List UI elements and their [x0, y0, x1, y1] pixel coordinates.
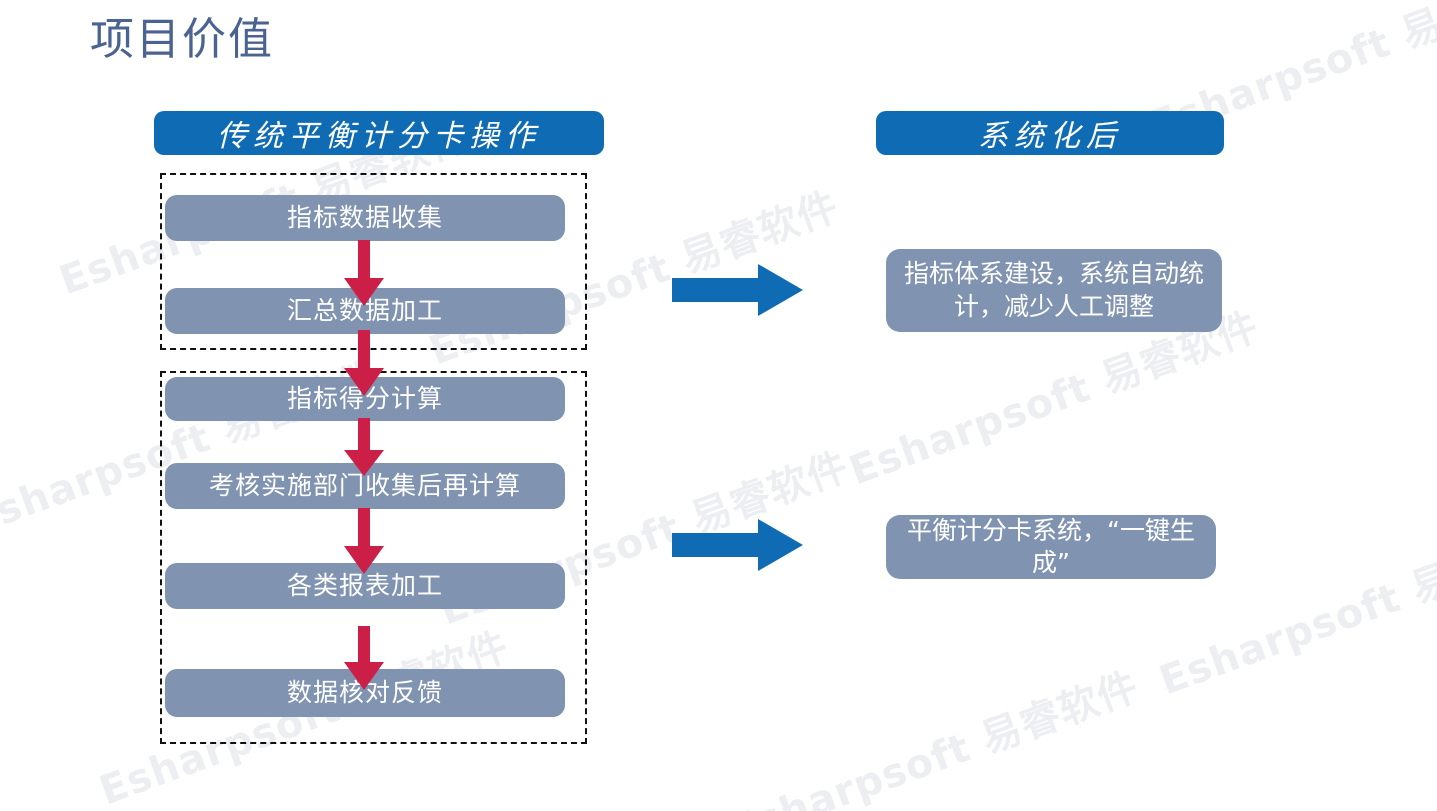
left-column-header-label: 传统平衡计分卡操作 — [217, 119, 541, 154]
process-box-verify[interactable]: 数据核对反馈 — [165, 669, 565, 717]
down-arrow-icon-2 — [340, 330, 388, 400]
outcome-box-indicator-system-label: 指标体系建设，系统自动统计，减少人工调整 — [903, 259, 1204, 321]
down-arrow-icon-1 — [340, 240, 388, 310]
right-arrow-icon-bottom — [672, 517, 804, 573]
process-box-report-label: 各类报表加工 — [286, 571, 443, 601]
left-column-header: 传统平衡计分卡操作 — [154, 111, 604, 155]
right-column-header-label: 系统化后 — [978, 119, 1122, 154]
down-arrow-icon-3 — [340, 418, 388, 480]
down-arrow-icon-4 — [340, 508, 388, 578]
outcome-box-indicator-system[interactable]: 指标体系建设，系统自动统计，减少人工调整 — [886, 249, 1222, 332]
process-box-recalculate-label: 考核实施部门收集后再计算 — [208, 471, 521, 501]
outcome-box-one-click[interactable]: 平衡计分卡系统，“一键生成” — [886, 515, 1216, 579]
right-column-header: 系统化后 — [876, 111, 1224, 155]
process-box-collect-label: 指标数据收集 — [286, 203, 443, 233]
page-title: 项目价值 — [90, 14, 274, 65]
process-box-collect[interactable]: 指标数据收集 — [165, 195, 565, 241]
right-arrow-icon-top — [672, 262, 804, 318]
down-arrow-icon-5 — [340, 626, 388, 694]
outcome-box-one-click-label: 平衡计分卡系统，“一键生成” — [907, 515, 1195, 578]
dashed-group-data-collection — [160, 173, 587, 350]
watermark-text: Esharpsoft 易睿软件 — [723, 663, 1145, 811]
